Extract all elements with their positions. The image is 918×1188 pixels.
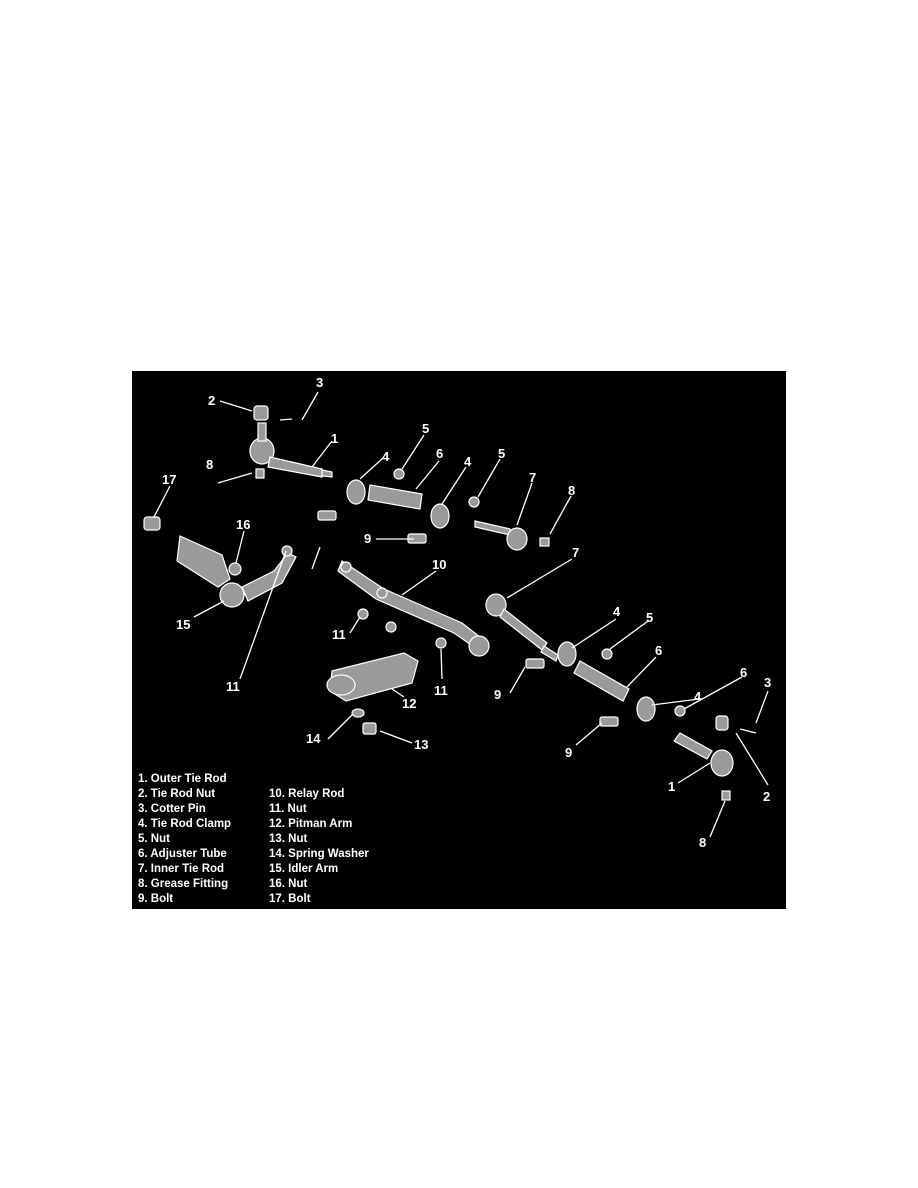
grease-fitting-lower bbox=[721, 790, 731, 801]
nut-lower-1 bbox=[601, 648, 613, 660]
legend-item-10: 10. Relay Rod bbox=[269, 788, 344, 800]
legend-item-14: 14. Spring Washer bbox=[269, 848, 369, 860]
leader-lines bbox=[153, 391, 769, 838]
grease-fitting-upper bbox=[255, 468, 265, 479]
callout-3-lower: 3 bbox=[764, 675, 771, 690]
tie-rod-clamp-upper-left bbox=[346, 479, 366, 505]
outer-tie-rod-lower bbox=[673, 732, 734, 777]
callout-17: 17 bbox=[162, 472, 176, 487]
pitman-nut bbox=[362, 722, 377, 735]
cotter-pin-lower bbox=[739, 728, 757, 734]
tie-rod-nut-upper bbox=[253, 405, 269, 421]
legend-item-7: 7. Inner Tie Rod bbox=[138, 863, 224, 875]
legend-item-6: 6. Adjuster Tube bbox=[138, 848, 227, 860]
callout-5-upper-a: 5 bbox=[422, 421, 429, 436]
adjuster-tube-upper bbox=[367, 484, 423, 510]
callout-12: 12 bbox=[402, 696, 416, 711]
callout-9-lower-a: 9 bbox=[494, 687, 501, 702]
nut-idler bbox=[228, 562, 242, 576]
callout-8-lower: 8 bbox=[699, 835, 706, 850]
adjuster-tube-lower bbox=[573, 660, 630, 702]
callout-13: 13 bbox=[414, 737, 428, 752]
grease-fitting-upper-right bbox=[539, 537, 550, 547]
legend-item-3: 3. Cotter Pin bbox=[138, 803, 206, 815]
bolt-lower-2 bbox=[599, 716, 619, 727]
callout-11-right: 11 bbox=[434, 683, 448, 698]
callout-4-upper-a: 4 bbox=[382, 449, 390, 464]
callout-5-upper-b: 5 bbox=[498, 446, 505, 461]
callout-8-upper-right: 8 bbox=[568, 483, 575, 498]
nut-relay-1 bbox=[357, 608, 369, 620]
legend-item-15: 15. Idler Arm bbox=[269, 863, 338, 875]
callout-4-lower-a: 4 bbox=[613, 604, 621, 619]
callout-2-lower: 2 bbox=[763, 789, 770, 804]
callout-6-upper: 6 bbox=[436, 446, 443, 461]
exploded-view-drawing: 3 2 1 4 5 6 4 5 7 8 8 17 16 9 10 7 15 11… bbox=[138, 375, 771, 905]
callout-6-lower-b: 6 bbox=[740, 665, 747, 680]
callout-16: 16 bbox=[236, 517, 250, 532]
tie-rod-clamp-lower-left bbox=[557, 641, 577, 667]
callout-2-upper: 2 bbox=[208, 393, 215, 408]
bolt-lower-1 bbox=[525, 658, 545, 669]
steering-linkage-diagram: 3 2 1 4 5 6 4 5 7 8 8 17 16 9 10 7 15 11… bbox=[132, 371, 786, 909]
relay-rod bbox=[337, 560, 490, 657]
parts-legend: 1. Outer Tie Rod 2. Tie Rod Nut 3. Cotte… bbox=[138, 773, 369, 905]
legend-item-11: 11. Nut bbox=[269, 803, 307, 815]
callout-1-upper: 1 bbox=[331, 431, 338, 446]
tie-rod-clamp-lower-right bbox=[636, 696, 656, 722]
legend-item-16: 16. Nut bbox=[269, 878, 308, 890]
inner-tie-rod-lower bbox=[485, 593, 559, 662]
nut-idler-top bbox=[281, 545, 293, 557]
legend-item-8: 8. Grease Fitting bbox=[138, 878, 228, 890]
spring-washer bbox=[351, 708, 365, 718]
callout-10: 10 bbox=[432, 557, 446, 572]
callout-8-upper-left: 8 bbox=[206, 457, 213, 472]
tie-rod-nut-lower bbox=[715, 715, 729, 731]
legend-item-9: 9. Bolt bbox=[138, 893, 173, 905]
callout-4-lower-b: 4 bbox=[694, 689, 702, 704]
nut-lower-2 bbox=[674, 705, 686, 717]
tie-rod-clamp-upper-right bbox=[430, 503, 450, 529]
cotter-pin-upper bbox=[279, 418, 293, 421]
legend-item-17: 17. Bolt bbox=[269, 893, 311, 905]
inner-tie-rod-upper bbox=[474, 520, 528, 551]
nut-relay-3 bbox=[435, 637, 447, 649]
callout-15: 15 bbox=[176, 617, 190, 632]
callout-11-middle: 11 bbox=[332, 627, 346, 642]
nut-upper-1 bbox=[393, 468, 405, 480]
callout-11-left: 11 bbox=[226, 679, 240, 694]
nut-relay-2 bbox=[385, 621, 397, 633]
outer-tie-rod-upper bbox=[249, 422, 333, 478]
legend-item-1: 1. Outer Tie Rod bbox=[138, 773, 227, 785]
legend-item-2: 2. Tie Rod Nut bbox=[138, 788, 215, 800]
bolt-idler bbox=[143, 516, 161, 531]
callout-5-lower-a: 5 bbox=[646, 610, 653, 625]
pitman-arm bbox=[326, 652, 419, 702]
callout-4-upper-b: 4 bbox=[464, 454, 472, 469]
nut-upper-2 bbox=[468, 496, 480, 508]
legend-item-12: 12. Pitman Arm bbox=[269, 818, 352, 830]
callout-7-upper: 7 bbox=[529, 470, 536, 485]
idler-arm bbox=[176, 535, 297, 608]
callout-6-lower: 6 bbox=[655, 643, 662, 658]
callout-1-lower: 1 bbox=[668, 779, 675, 794]
callout-9-upper: 9 bbox=[364, 531, 371, 546]
callout-3-upper: 3 bbox=[316, 375, 323, 390]
callout-7-lower: 7 bbox=[572, 545, 579, 560]
callout-14: 14 bbox=[306, 731, 321, 746]
legend-item-5: 5. Nut bbox=[138, 833, 170, 845]
callout-9-lower-b: 9 bbox=[565, 745, 572, 760]
legend-item-4: 4. Tie Rod Clamp bbox=[138, 818, 231, 830]
bolt-upper-1 bbox=[317, 510, 337, 521]
legend-item-13: 13. Nut bbox=[269, 833, 308, 845]
